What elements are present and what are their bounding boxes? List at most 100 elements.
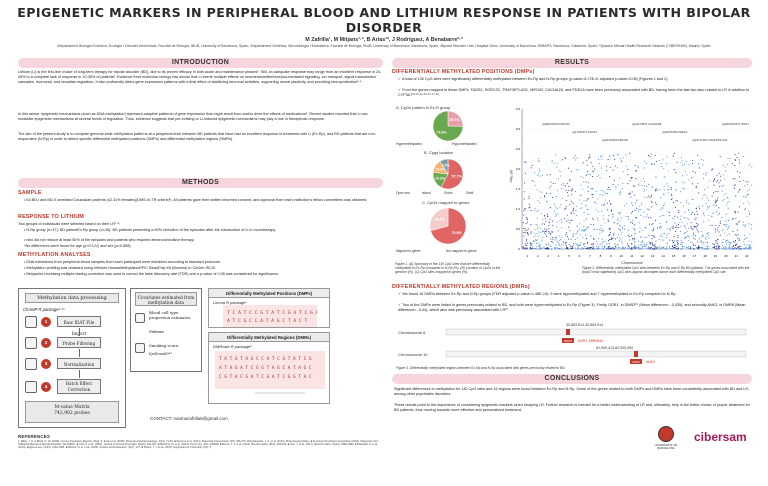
manhattan-point bbox=[707, 232, 709, 234]
manhattan-point bbox=[604, 193, 606, 195]
manhattan-point bbox=[580, 248, 582, 250]
manhattan-point bbox=[533, 240, 535, 242]
manhattan-point bbox=[608, 215, 610, 217]
manhattan-point bbox=[609, 248, 611, 250]
manhattan-point bbox=[663, 189, 665, 191]
manhattan-point bbox=[736, 223, 738, 225]
manhattan-point bbox=[727, 207, 729, 209]
manhattan-point bbox=[646, 196, 648, 198]
manhattan-point bbox=[711, 224, 713, 226]
manhattan-x-tick-label: 10 bbox=[620, 254, 624, 258]
manhattan-point bbox=[582, 177, 584, 179]
manhattan-point bbox=[586, 242, 588, 245]
manhattan-point bbox=[606, 202, 608, 204]
manhattan-point bbox=[552, 224, 554, 226]
manhattan-point bbox=[705, 238, 707, 240]
manhattan-point bbox=[616, 218, 618, 220]
manhattan-point bbox=[571, 246, 573, 248]
manhattan-point bbox=[732, 230, 734, 232]
manhattan-point bbox=[714, 245, 716, 248]
manhattan-point bbox=[743, 240, 745, 242]
manhattan-point bbox=[552, 241, 554, 243]
manhattan-point bbox=[600, 224, 602, 227]
pie-chart-cpg-location: 57.7%19.2%13.9%9.2% bbox=[432, 158, 464, 190]
manhattan-point bbox=[592, 246, 595, 248]
manhattan-point bbox=[672, 217, 674, 219]
manhattan-point bbox=[675, 248, 677, 250]
manhattan-point bbox=[653, 163, 655, 165]
manhattan-point bbox=[565, 242, 567, 244]
manhattan-point bbox=[690, 241, 692, 243]
manhattan-point bbox=[747, 244, 749, 246]
manhattan-point bbox=[713, 204, 715, 206]
figure-3-dmr-tracks: 30,853,514-30,854,914 Chromosome 6 DDR1 … bbox=[398, 323, 747, 364]
manhattan-x-tick-label: 3 bbox=[547, 254, 549, 258]
manhattan-point bbox=[618, 213, 620, 215]
manhattan-point bbox=[608, 200, 611, 202]
manhattan-point bbox=[596, 246, 598, 248]
manhattan-point bbox=[540, 213, 542, 215]
dmr-result-bullet-2-text: Two of the DMRs were linked to genes pre… bbox=[398, 303, 746, 312]
pie-b-slice-label: 57.7% bbox=[452, 174, 463, 178]
manhattan-point bbox=[608, 245, 610, 248]
manhattan-point bbox=[724, 245, 726, 247]
manhattan-point bbox=[675, 172, 677, 174]
manhattan-point bbox=[526, 229, 528, 231]
manhattan-point bbox=[622, 182, 624, 184]
manhattan-point bbox=[565, 234, 567, 236]
manhattan-point bbox=[732, 245, 734, 247]
manhattan-point bbox=[735, 233, 737, 235]
manhattan-point bbox=[617, 248, 619, 250]
manhattan-point bbox=[740, 245, 742, 247]
manhattan-point bbox=[661, 239, 663, 241]
manhattan-point bbox=[602, 230, 605, 232]
manhattan-point bbox=[564, 208, 566, 210]
champ-package-label: ChAMP R package⁹·¹⁰ bbox=[23, 307, 65, 312]
svg-text:A T A G A T C G G T A G C A T: A T A G A T C G G T A G C A T A G C bbox=[219, 365, 312, 371]
manhattan-point bbox=[524, 173, 527, 175]
manhattan-point bbox=[665, 246, 668, 248]
manhattan-point bbox=[551, 241, 553, 243]
epismoker-package: EpiSmokEr¹¹ bbox=[149, 351, 172, 356]
manhattan-point bbox=[641, 240, 643, 242]
manhattan-point bbox=[567, 248, 569, 250]
manhattan-point bbox=[606, 192, 608, 195]
manhattan-point bbox=[666, 156, 668, 158]
manhattan-point bbox=[686, 237, 688, 239]
manhattan-point bbox=[617, 167, 619, 169]
manhattan-point bbox=[576, 214, 578, 217]
manhattan-point bbox=[708, 214, 710, 217]
methylation-bullet-1: • DNA extractions from peripheral-blood … bbox=[24, 260, 222, 264]
manhattan-point bbox=[654, 154, 656, 156]
manhattan-point bbox=[610, 210, 612, 212]
m-value-matrix-label: M-value Matrix bbox=[54, 405, 90, 410]
manhattan-point bbox=[702, 241, 704, 243]
manhattan-point bbox=[556, 221, 558, 223]
manhattan-point bbox=[671, 195, 673, 197]
manhattan-point bbox=[650, 246, 652, 248]
manhattan-point bbox=[574, 154, 576, 157]
manhattan-point bbox=[545, 243, 547, 246]
manhattan-point bbox=[706, 235, 708, 237]
manhattan-x-tick-label: 5 bbox=[568, 254, 570, 258]
manhattan-point bbox=[669, 229, 671, 231]
manhattan-point bbox=[728, 219, 730, 222]
manhattan-point bbox=[558, 235, 560, 237]
manhattan-point bbox=[610, 203, 612, 205]
manhattan-point bbox=[569, 180, 571, 182]
manhattan-point bbox=[644, 226, 646, 229]
manhattan-point bbox=[659, 222, 661, 224]
manhattan-point bbox=[644, 185, 646, 187]
covariates-title: Covariates estimated from methylation da… bbox=[135, 292, 197, 306]
figure-3-caption: Figure 3. Differentially methylated regi… bbox=[396, 366, 566, 370]
pie-a-legend-hyper: Hypermethylated bbox=[396, 142, 422, 146]
manhattan-point bbox=[583, 247, 585, 249]
manhattan-point bbox=[703, 178, 705, 180]
manhattan-point bbox=[749, 213, 751, 215]
manhattan-point bbox=[656, 189, 658, 191]
manhattan-point bbox=[563, 184, 565, 187]
manhattan-point bbox=[598, 245, 600, 247]
manhattan-point bbox=[734, 211, 736, 213]
manhattan-point bbox=[669, 227, 671, 229]
manhattan-point bbox=[597, 211, 599, 213]
